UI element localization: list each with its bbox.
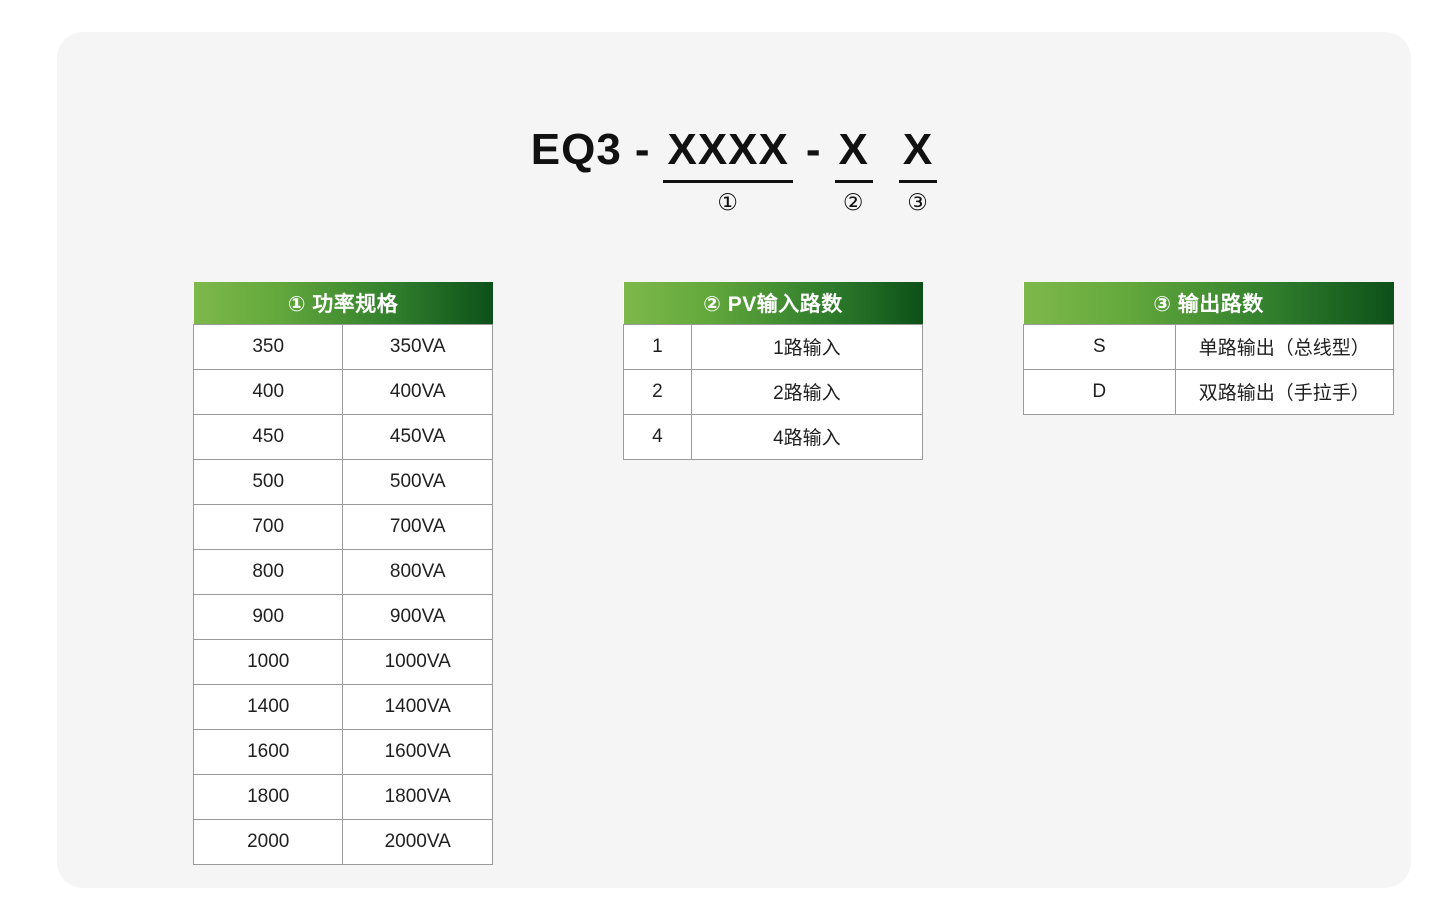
table-header-row: ① 功率规格 [193,282,493,324]
cell-description: 350VA [342,323,493,370]
cell-code: 800 [192,548,344,595]
cell-description: 400VA [342,368,493,415]
cell-code: 500 [192,458,344,505]
cell-code: 4 [623,413,692,460]
model-code-diagram: EQ3 - XXXX ① - X ② X ③ [57,124,1411,215]
cell-description: 1600VA [342,728,493,775]
cell-code: 350 [192,323,344,370]
table-output-header: ③ 输出路数 [1023,282,1394,324]
table-header-row: ③ 输出路数 [1023,282,1394,324]
cell-description: 4路输入 [690,413,924,460]
cell-description: 2000VA [342,818,493,865]
cell-description: 800VA [342,548,493,595]
cell-code: 900 [192,593,344,640]
table-power-header: ① 功率规格 [193,282,493,324]
table-pv-header: ② PV输入路数 [623,282,923,324]
cell-code: 2000 [192,818,344,865]
cell-description: 1800VA [342,773,493,820]
cell-code: 2 [623,368,692,415]
model-segment-1-marker: ① [717,189,739,215]
table-header-row: ② PV输入路数 [623,282,923,324]
cell-code: 1600 [192,728,344,775]
cell-description: 双路输出（手拉手） [1174,368,1395,415]
model-segment-3-marker: ③ [907,189,929,215]
cell-code: 1 [623,323,692,370]
cell-description: 450VA [342,413,493,460]
cell-description: 900VA [342,593,493,640]
model-segment-3: X ③ [898,124,938,215]
cell-code: 1000 [192,638,344,685]
cell-code: 450 [192,413,344,460]
model-segment-3-text: X [898,124,938,183]
cell-code: 400 [192,368,344,415]
cell-description: 700VA [342,503,493,550]
cell-code: 1800 [192,773,344,820]
model-segment-2-text: X [834,124,873,183]
cell-description: 2路输入 [690,368,924,415]
cell-description: 单路输出（总线型） [1174,323,1395,370]
cell-code: D [1023,368,1176,415]
model-segment-1: XXXX ① [663,124,793,215]
model-segment-2-marker: ② [842,189,865,215]
model-separator-2: - [805,125,822,174]
cell-code: 700 [192,503,344,550]
cell-description: 1400VA [342,683,493,730]
cell-description: 1路输入 [690,323,924,370]
cell-code: S [1023,323,1176,370]
cell-description: 500VA [342,458,493,505]
model-segment-1-text: XXXX [663,124,793,183]
model-prefix: EQ3 [530,125,622,174]
model-separator-1: - [634,125,651,174]
cell-description: 1000VA [342,638,493,685]
model-segment-2: X ② [834,124,873,215]
cell-code: 1400 [192,683,344,730]
